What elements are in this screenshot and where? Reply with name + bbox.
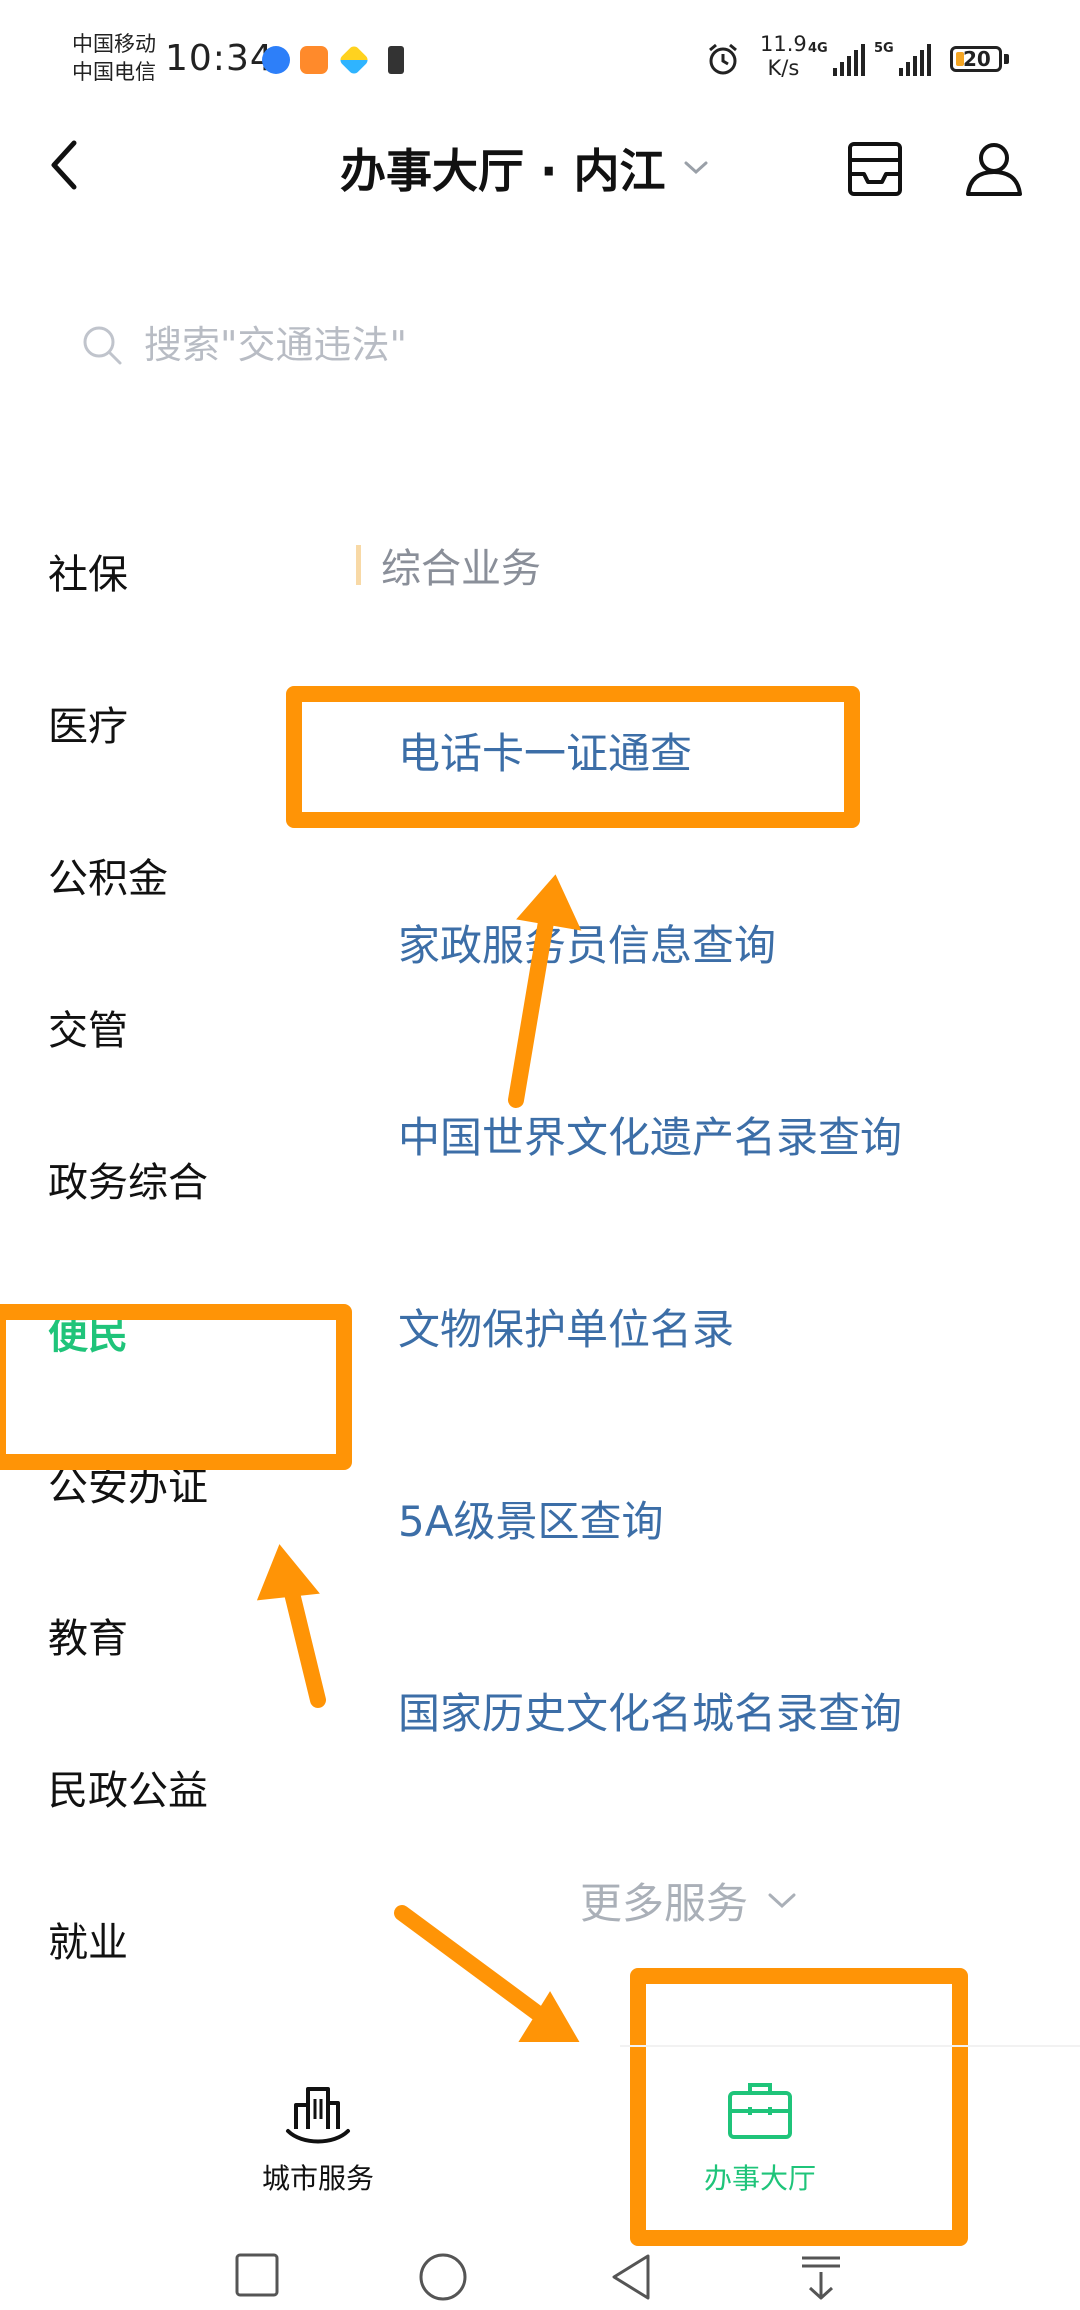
more-services-label: 更多服务 — [580, 1879, 749, 1928]
highlight-box-service — [286, 686, 860, 828]
inbox-button[interactable] — [846, 140, 904, 198]
arrow-to-category — [256, 1544, 326, 1708]
battery-level: 20 — [963, 47, 991, 71]
arrow-to-service — [508, 874, 582, 1108]
category-jiaoguan[interactable]: 交管 — [48, 1008, 128, 1054]
category-jiuye[interactable]: 就业 — [48, 1920, 128, 1966]
alarm-icon — [706, 42, 740, 76]
service-relic-protection-list[interactable]: 文物保护单位名录 — [398, 1305, 735, 1354]
search-bar[interactable] — [80, 310, 780, 380]
nav-service-hall-label: 办事大厅 — [703, 2162, 816, 2195]
bottom-nav-divider — [620, 2045, 1080, 2047]
network-speed-unit: K/s — [767, 56, 800, 80]
category-zhengwu[interactable]: 政务综合 — [48, 1160, 208, 1206]
city-selector[interactable]: 办事大厅 · 内江 — [340, 135, 710, 201]
highlight-box-category — [0, 1304, 352, 1470]
inbox-icon — [848, 142, 902, 196]
carrier-2: 中国电信 — [72, 60, 156, 84]
search-input[interactable] — [142, 322, 746, 368]
city-buildings-icon — [286, 2087, 350, 2144]
section-header: 综合业务 — [356, 536, 541, 594]
recents-button[interactable] — [234, 2252, 280, 2302]
notification-pull-button[interactable] — [796, 2252, 846, 2306]
circle-icon — [419, 2253, 467, 2301]
category-shebao[interactable]: 社保 — [48, 552, 128, 598]
service-historic-city-query[interactable]: 国家历史文化名城名录查询 — [398, 1689, 903, 1738]
arrow-to-nav — [394, 1905, 580, 2042]
nav-city-services-label: 城市服务 — [261, 2162, 374, 2195]
carrier-info: 中国移动 中国电信 — [72, 30, 156, 86]
chevron-left-icon — [51, 140, 77, 190]
highlight-box-nav — [630, 1968, 968, 2246]
category-jiaoyu[interactable]: 教育 — [48, 1616, 128, 1662]
search-icon — [83, 326, 122, 365]
signal-5g-label: 5G — [874, 41, 894, 56]
notification-icon — [388, 46, 404, 74]
battery-tip — [1004, 54, 1009, 64]
page-title: 办事大厅 · 内江 — [340, 144, 666, 198]
service-phone-card-check[interactable]: 电话卡一证通查 — [398, 729, 693, 778]
nav-city-services[interactable]: 城市服务 — [218, 2075, 418, 2197]
pull-down-icon — [802, 2256, 840, 2300]
back-nav-button[interactable] — [608, 2252, 654, 2306]
square-icon — [235, 2253, 279, 2297]
music-app-icon — [262, 46, 290, 74]
profile-button[interactable] — [964, 138, 1024, 198]
briefcase-icon — [728, 2083, 792, 2139]
category-gongan[interactable]: 公安办证 — [48, 1464, 208, 1510]
category-gongjijin[interactable]: 公积金 — [48, 856, 168, 902]
section-title: 综合业务 — [381, 546, 541, 592]
carrier-1: 中国移动 — [72, 32, 156, 56]
signal-5g-icon: 5G — [874, 42, 931, 76]
nav-service-hall[interactable]: 办事大厅 — [660, 2075, 860, 2197]
signal-4g-icon: 4G — [808, 42, 865, 76]
service-housekeeping-query[interactable]: 家政服务员信息查询 — [398, 921, 777, 970]
network-speed-value: 11.9 — [760, 32, 807, 56]
shopping-app-icon — [300, 46, 328, 74]
user-icon — [966, 143, 1022, 196]
service-world-heritage-query[interactable]: 中国世界文化遗产名录查询 — [398, 1113, 903, 1162]
category-minzheng[interactable]: 民政公益 — [48, 1768, 208, 1814]
home-button[interactable] — [418, 2252, 468, 2306]
network-speed: 11.9 K/s — [760, 32, 807, 80]
more-services-button[interactable]: 更多服务 — [580, 1870, 798, 1931]
status-time: 10:34 — [165, 38, 274, 79]
section-accent-bar — [356, 545, 361, 585]
chevron-down-icon — [768, 1893, 796, 1908]
triangle-back-icon — [612, 2254, 650, 2300]
signal-4g-label: 4G — [808, 41, 828, 56]
service-5a-scenic-query[interactable]: 5A级景区查询 — [398, 1497, 664, 1546]
battery-icon: 20 — [950, 46, 1002, 72]
chevron-down-icon — [684, 161, 708, 175]
back-button[interactable] — [40, 135, 100, 195]
category-yiliao[interactable]: 医疗 — [48, 704, 128, 750]
